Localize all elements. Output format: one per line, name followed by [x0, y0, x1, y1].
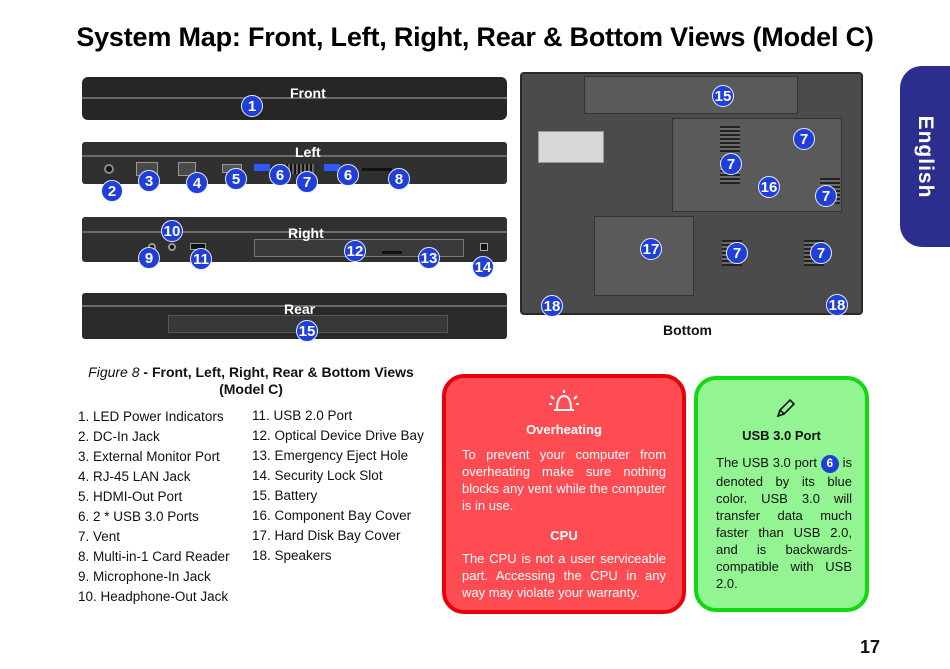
- list-item: 13. Emergency Eject Hole: [252, 448, 409, 463]
- callout-badge: 2: [101, 180, 123, 202]
- vent: [278, 164, 314, 174]
- callout-badge: 7: [296, 171, 318, 193]
- list-item: 3. External Monitor Port: [78, 449, 220, 464]
- page-title: System Map: Front, Left, Right, Rear & B…: [76, 22, 874, 52]
- callout-badge: 16: [758, 176, 780, 198]
- usb-note-text-before: The USB 3.0 port: [716, 455, 817, 470]
- bottom-view-label: Bottom: [663, 322, 712, 338]
- list-item: 10. Headphone-Out Jack: [78, 589, 229, 604]
- callout-badge: 15: [296, 320, 318, 342]
- callout-badge: 7: [720, 153, 742, 175]
- list-item: 6. 2 * USB 3.0 Ports: [78, 509, 199, 524]
- card-reader-slot: [362, 168, 392, 171]
- port-usb3-a: [254, 164, 270, 171]
- lock-slot: [480, 243, 488, 251]
- cpu-text: The CPU is not a user serviceable part. …: [462, 551, 666, 600]
- list-item: 5. HDMI-Out Port: [78, 489, 183, 504]
- list-item: 11. USB 2.0 Port: [252, 408, 353, 423]
- alarm-bell-icon: [549, 390, 579, 411]
- list-item: 17. Hard Disk Bay Cover: [252, 528, 401, 543]
- pencil-icon: [776, 398, 796, 418]
- figure-caption-text: - Front, Left, Right, Rear & Bottom View…: [139, 364, 414, 397]
- bottom-view-photo: [520, 72, 863, 315]
- list-item: 15. Battery: [252, 488, 318, 503]
- callout-badge: 5: [225, 168, 247, 190]
- product-label-sticker: [538, 131, 604, 163]
- language-tab: English: [900, 66, 950, 247]
- cpu-heading: CPU: [550, 528, 578, 543]
- callout-badge: 3: [138, 170, 160, 192]
- battery-bay: [584, 76, 798, 114]
- legend-list-1: 1. LED Power Indicators 2. DC-In Jack 3.…: [78, 407, 230, 607]
- usb-note-text-after: is denoted by its blue color. USB 3.0 wi…: [716, 455, 852, 591]
- callout-badge: 4: [186, 172, 208, 194]
- rear-view-label: Rear: [284, 301, 316, 317]
- list-item: 12. Optical Device Drive Bay: [252, 428, 424, 443]
- usb-note-text: The USB 3.0 port 6 is denoted by its blu…: [716, 454, 852, 592]
- right-view-label: Right: [288, 225, 324, 241]
- callout-badge: 18: [541, 295, 563, 317]
- rear-view-photo: Rear: [82, 293, 507, 339]
- callout-badge: 12: [344, 240, 366, 262]
- callout-badge: 6: [820, 454, 839, 473]
- callout-badge: 9: [138, 247, 160, 269]
- callout-badge: 8: [388, 168, 410, 190]
- callout-badge: 18: [826, 294, 848, 316]
- overheating-heading: Overheating: [526, 422, 602, 437]
- overheating-text: To prevent your computer from overheatin…: [462, 447, 666, 513]
- callout-badge: 13: [418, 247, 440, 269]
- port-usb3-b: [324, 164, 340, 171]
- callout-badge: 7: [793, 128, 815, 150]
- callout-badge: 6: [337, 164, 359, 186]
- callout-badge: 7: [810, 242, 832, 264]
- list-item: 4. RJ-45 LAN Jack: [78, 469, 191, 484]
- overheating-callout: Overheating To prevent your computer fro…: [442, 374, 686, 614]
- list-item: 7. Vent: [78, 529, 121, 544]
- callout-badge: 14: [472, 256, 494, 278]
- callout-badge: 7: [815, 185, 837, 207]
- callout-badge: 1: [241, 95, 263, 117]
- list-item: 8. Multi-in-1 Card Reader: [78, 549, 230, 564]
- list-item: 9. Microphone-In Jack: [78, 569, 211, 584]
- list-item: 18. Speakers: [252, 548, 332, 563]
- callout-badge: 11: [190, 248, 212, 270]
- left-view-label: Left: [295, 144, 321, 160]
- list-item: 2. DC-In Jack: [78, 429, 160, 444]
- usb-note-heading: USB 3.0 Port: [742, 428, 821, 443]
- front-view-label: Front: [290, 85, 326, 101]
- list-item: 14. Security Lock Slot: [252, 468, 383, 483]
- callout-badge: 7: [726, 242, 748, 264]
- eject-hole: [382, 251, 402, 254]
- callout-badge: 15: [712, 85, 734, 107]
- callout-badge: 6: [269, 164, 291, 186]
- port-audio: [168, 243, 176, 251]
- legend-list-2: 11. USB 2.0 Port 12. Optical Device Driv…: [252, 406, 424, 566]
- callout-badge: 17: [640, 238, 662, 260]
- port-dc-in: [104, 164, 114, 174]
- language-tab-label: English: [914, 115, 937, 198]
- list-item: 16. Component Bay Cover: [252, 508, 412, 523]
- figure-number: Figure 8: [88, 364, 140, 380]
- callout-badge: 10: [161, 220, 183, 242]
- figure-caption: Figure 8 - Front, Left, Right, Rear & Bo…: [78, 364, 424, 398]
- usb-note-callout: USB 3.0 Port The USB 3.0 port 6 is denot…: [694, 376, 869, 612]
- front-view-photo: Front: [82, 77, 507, 120]
- page-number: 17: [860, 637, 881, 657]
- vent: [720, 126, 740, 152]
- list-item: 1. LED Power Indicators: [78, 409, 224, 424]
